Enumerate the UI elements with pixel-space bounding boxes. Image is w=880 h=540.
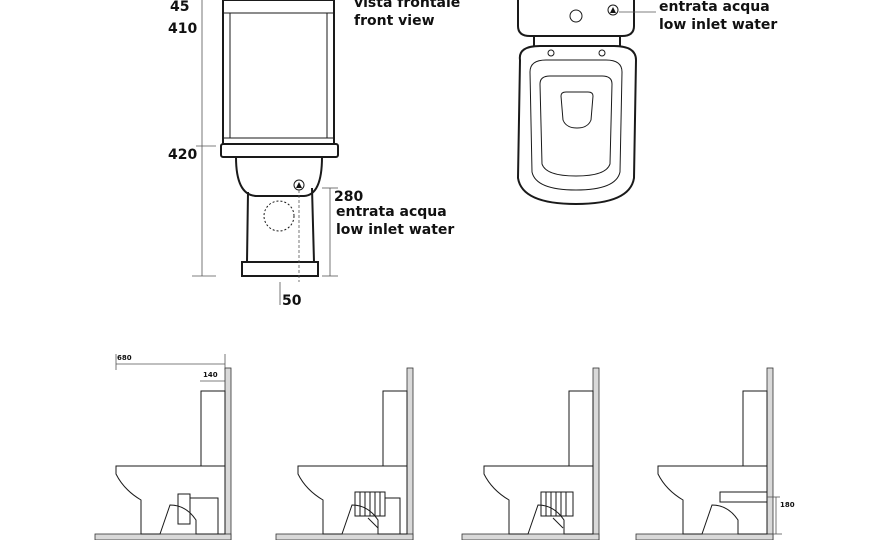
dim-140-label: 140: [203, 371, 218, 379]
front-view-drawing: [192, 0, 339, 305]
dim-50-label: 50: [282, 293, 302, 309]
side-view-4: [635, 367, 782, 540]
side-view-2: [275, 367, 414, 540]
dim-280-label: 280: [334, 189, 364, 205]
front-view-title-it: vista frontale: [354, 0, 461, 11]
top-inlet-label-en: low inlet water: [659, 17, 778, 33]
dim-410-label: 410: [168, 21, 198, 37]
dim-180-label: 180: [780, 501, 795, 509]
top-view-drawing: [516, 0, 656, 206]
front-inlet-label-en: low inlet water: [336, 222, 455, 238]
dim-45-label: 45: [170, 0, 190, 15]
front-view-title-en: front view: [354, 13, 435, 29]
top-inlet-label-it: entrata acqua: [659, 0, 770, 15]
side-view-1: [94, 354, 232, 540]
dim-420-label: 420: [168, 147, 198, 163]
dim-680-label: 680: [117, 354, 132, 362]
front-inlet-label-it: entrata acqua: [336, 204, 447, 220]
side-view-3: [461, 367, 600, 540]
